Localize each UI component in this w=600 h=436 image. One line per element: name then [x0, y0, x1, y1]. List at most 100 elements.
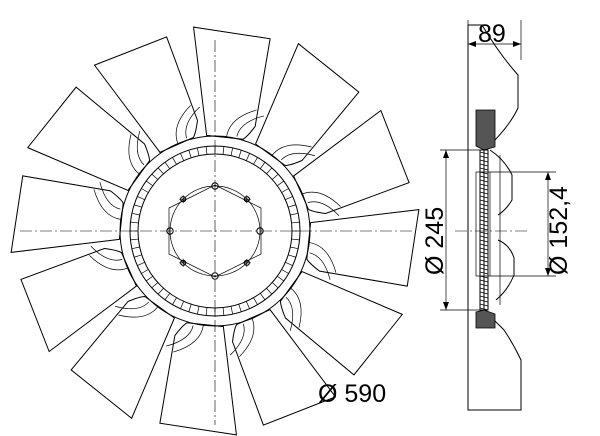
hub-tooth [277, 275, 284, 282]
flange-tooth [479, 183, 489, 187]
blade-edge-lower [495, 239, 515, 301]
flange-tooth [479, 251, 489, 255]
hub-tooth [205, 146, 208, 155]
hub-tooth [253, 157, 258, 165]
hub-tooth [281, 188, 289, 193]
hub-tooth [172, 157, 177, 165]
hub-tooth [134, 204, 142, 208]
flange-tooth [479, 283, 489, 287]
hub-tooth [188, 304, 192, 312]
flange-arrow-bottom [443, 302, 449, 310]
hub-tooth [151, 173, 159, 180]
bolt-arrow-top [545, 172, 551, 180]
hub-tooth [180, 153, 185, 161]
flange-tooth [479, 167, 489, 171]
hub-body [475, 171, 491, 277]
fan-blade [70, 295, 176, 420]
blade-root-rib [118, 305, 159, 318]
hub-tooth [188, 150, 192, 158]
hub-tooth [130, 238, 139, 241]
flange-tooth [479, 223, 489, 227]
flange-tooth [479, 247, 489, 251]
fan-blade [20, 248, 137, 353]
flange-tooth [479, 291, 489, 295]
blade-root-rib [166, 325, 194, 347]
hub-tooth [291, 221, 300, 224]
fan-blades [10, 26, 420, 436]
flange-tooth [479, 295, 489, 299]
fan-blade [254, 42, 360, 167]
width-arrow-right [513, 41, 521, 47]
blade-roots [89, 105, 341, 357]
bolt-circle-diameter-label: Ø 152,4 [545, 186, 573, 275]
blade-root-rib [239, 317, 255, 357]
fan-blade [192, 26, 271, 140]
hub-tooth [277, 180, 284, 187]
hub-tooth [230, 306, 234, 315]
flange-tooth [479, 287, 489, 291]
hub-width-label: 89 [478, 20, 506, 48]
fan-blade [293, 109, 410, 214]
flange-tooth [479, 151, 489, 155]
fan-blade [10, 175, 124, 254]
flange-tooth [479, 163, 489, 167]
blade-root-rib [128, 134, 141, 175]
flange-tooth [479, 303, 489, 307]
blade-root-rib [271, 144, 312, 157]
hub-tooth [253, 297, 258, 305]
flange-tooth [479, 195, 489, 199]
hub-tooth [271, 173, 279, 180]
flange-tooth [479, 263, 489, 267]
hub-tooth [157, 287, 164, 295]
blade-root-rib [309, 252, 331, 280]
width-arrow-left [468, 41, 476, 47]
front-view [10, 26, 420, 436]
outer-diameter-label: Ø 590 [318, 380, 386, 408]
hub-tooth [141, 188, 149, 193]
flange-tooth [479, 215, 489, 219]
hub-tooth [137, 261, 145, 266]
hub-tooth [131, 212, 140, 216]
hub-tooth [137, 196, 145, 201]
hub-tooth [134, 254, 142, 258]
fan-blade [232, 309, 337, 426]
hub-tooth [288, 254, 296, 258]
blade-root-rib [115, 301, 150, 310]
blade-root-rib [89, 255, 129, 271]
hub-tooth [259, 293, 266, 300]
hub-bolt-hole [211, 272, 219, 280]
blade-root-rib [185, 106, 201, 139]
hub-tooth [222, 146, 225, 155]
hub-section-bottom [475, 309, 496, 329]
flange-tooth [479, 199, 489, 203]
flange-tooth [479, 155, 489, 159]
hub-tooth [288, 204, 296, 208]
blade-root-rib [307, 201, 340, 217]
hub-tooth [266, 167, 273, 175]
hub-tooth [290, 246, 299, 250]
hub-tooth [238, 304, 242, 312]
flange-arrow-top [443, 150, 449, 158]
blade-root-rib [173, 324, 204, 353]
hub-tooth [172, 297, 177, 305]
hub-tooth [146, 275, 153, 282]
blade-root-rib [93, 189, 122, 220]
hub-tooth [164, 293, 171, 300]
blade-root-rib [280, 152, 315, 161]
hub-tooth [266, 287, 273, 295]
hub-teeth [130, 146, 300, 316]
blade-root-rib [236, 115, 264, 137]
blade-root-rib [226, 109, 257, 138]
hub-tooth [238, 150, 242, 158]
hub-tooth [196, 306, 200, 315]
fan-blade [279, 270, 404, 376]
blade-root-rib [99, 182, 121, 210]
fan-blade [306, 208, 420, 287]
hub-tooth [205, 307, 208, 316]
hub-tooth [285, 196, 293, 201]
hub-tooth [141, 269, 149, 274]
flange-tooth [479, 187, 489, 191]
flange-tooth [479, 175, 489, 179]
